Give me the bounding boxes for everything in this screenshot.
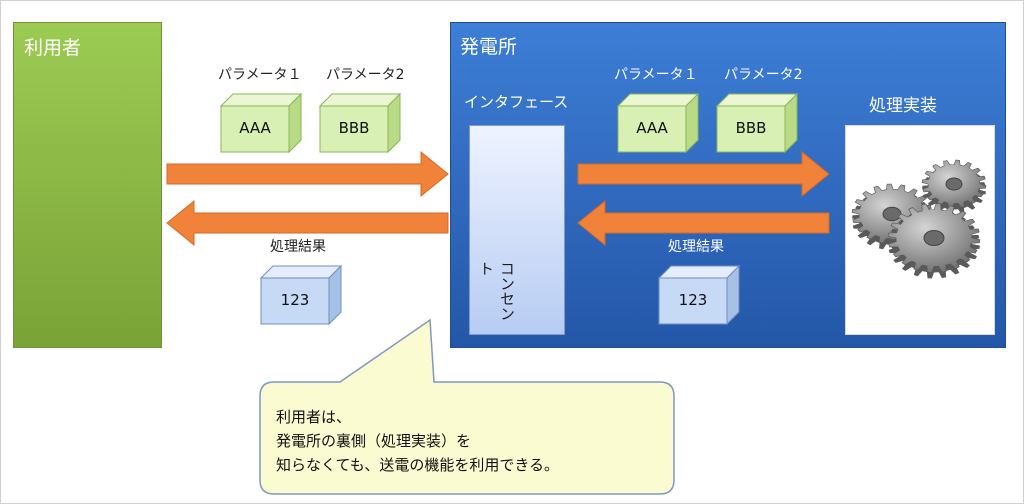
arrow-request-left bbox=[166, 150, 449, 198]
param1-value-right: AAA bbox=[636, 119, 668, 137]
param2-value-right: BBB bbox=[735, 119, 767, 137]
result-value-left: 123 bbox=[280, 291, 310, 309]
arrow-request-right bbox=[577, 150, 830, 198]
gears-icon bbox=[851, 159, 987, 279]
result-label-left: 処理結果 bbox=[270, 239, 326, 255]
callout-line-3: 知らなくても、送電の機能を利用できる。 bbox=[276, 456, 560, 474]
param1-label-right: パラメータ１ bbox=[614, 67, 698, 83]
power-plant-title: 発電所 bbox=[460, 36, 518, 58]
outlet-label: コンセント bbox=[477, 261, 516, 321]
callout-bubble bbox=[259, 318, 675, 495]
arrow-response-left bbox=[166, 199, 449, 247]
implementation-box bbox=[845, 125, 995, 335]
param1-label-left: パラメータ１ bbox=[218, 67, 302, 83]
param2-label-right: パラメータ2 bbox=[724, 67, 803, 83]
user-title: 利用者 bbox=[24, 37, 82, 59]
implementation-label: 処理実装 bbox=[869, 96, 937, 116]
callout-line-2: 発電所の裏側（処理実装）を bbox=[276, 432, 472, 450]
callout-text: 利用者は、 発電所の裏側（処理実装）を 知らなくても、送電の機能を利用できる。 bbox=[276, 405, 559, 477]
user-box: 利用者 bbox=[13, 22, 162, 348]
arrow-response-right bbox=[577, 199, 830, 247]
result-label-right: 処理結果 bbox=[668, 239, 724, 255]
interface-bar: コンセント bbox=[469, 125, 565, 335]
result-value-right: 123 bbox=[678, 291, 708, 309]
param1-value-left: AAA bbox=[239, 119, 271, 137]
param2-label-left: パラメータ2 bbox=[326, 67, 405, 83]
param2-value-left: BBB bbox=[338, 119, 370, 137]
interface-label: インタフェース bbox=[464, 93, 569, 111]
callout-line-1: 利用者は、 bbox=[276, 408, 352, 426]
